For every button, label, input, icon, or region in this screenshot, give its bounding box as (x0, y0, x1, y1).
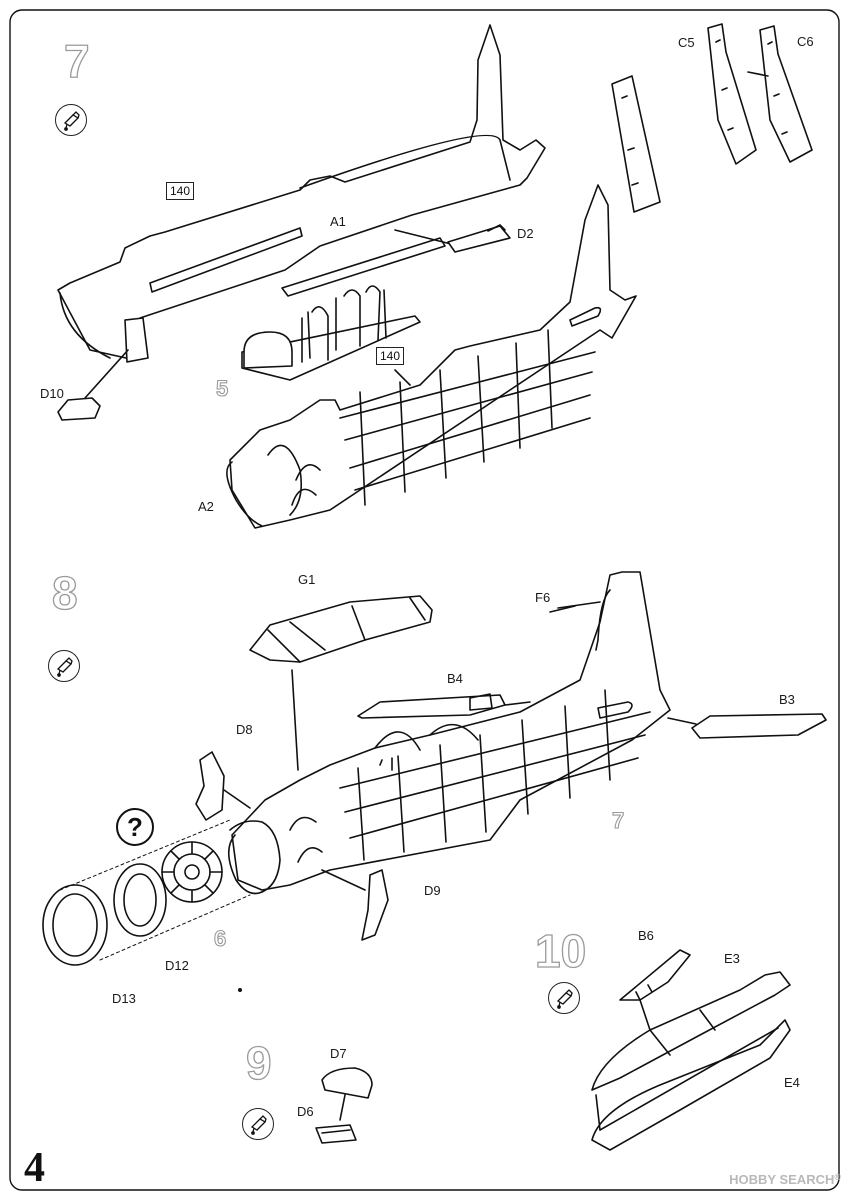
part-label-d9: D9 (424, 883, 441, 898)
part-label-d6: D6 (297, 1104, 314, 1119)
watermark-text: HOBBY SEARCH (729, 1172, 835, 1187)
engine-d12 (161, 841, 223, 903)
part-label-a1: A1 (330, 214, 346, 229)
vertical-fins (611, 23, 813, 213)
part-label-d7: D7 (330, 1046, 347, 1061)
part-label-d8: D8 (236, 722, 253, 737)
page-number: 4 (24, 1145, 45, 1191)
page-border (9, 9, 840, 1191)
part-label-b4: B4 (447, 671, 463, 686)
watermark: HOBBY SEARCH® (729, 1172, 841, 1187)
question-icon: ? (116, 808, 154, 846)
part-label-b3: B3 (779, 692, 795, 707)
part-label-b6: B6 (638, 928, 654, 943)
fuselage-half-a1 (57, 24, 546, 363)
cockpit-tub (241, 285, 421, 381)
reference-step-5: 5 (215, 376, 229, 401)
fuselage-assembled (227, 571, 671, 895)
part-number-box: 140 (376, 347, 405, 365)
glue-icon (242, 1108, 274, 1140)
glue-icon (55, 104, 87, 136)
part-label-a2: A2 (198, 499, 214, 514)
part-label-c5: C5 (678, 35, 695, 50)
step-number-7: 7 (63, 35, 90, 87)
part-label-d12: D12 (165, 958, 189, 973)
step-number-8: 8 (51, 567, 78, 619)
step-number-9: 9 (245, 1037, 272, 1089)
registered-mark: ® (834, 1172, 841, 1182)
glue-icon (48, 650, 80, 682)
reference-step-7: 7 (611, 808, 625, 833)
part-label-c6: C6 (797, 34, 814, 49)
canopy-g1 (249, 595, 433, 663)
part-label-d2: D2 (517, 226, 534, 241)
fuselage-half-a2 (226, 184, 637, 529)
part-number-box: 140 (166, 182, 195, 200)
part-label-e4: E4 (784, 1075, 800, 1090)
part-label-d10: D10 (40, 386, 64, 401)
part-label-e3: E3 (724, 951, 740, 966)
part-label-f6: F6 (535, 590, 551, 605)
step-number-10: 10 (534, 925, 587, 977)
glue-icon (548, 982, 580, 1014)
reference-step-6: 6 (213, 926, 227, 951)
part-label-d13: D13 (112, 991, 136, 1006)
part-label-g1: G1 (298, 572, 316, 587)
